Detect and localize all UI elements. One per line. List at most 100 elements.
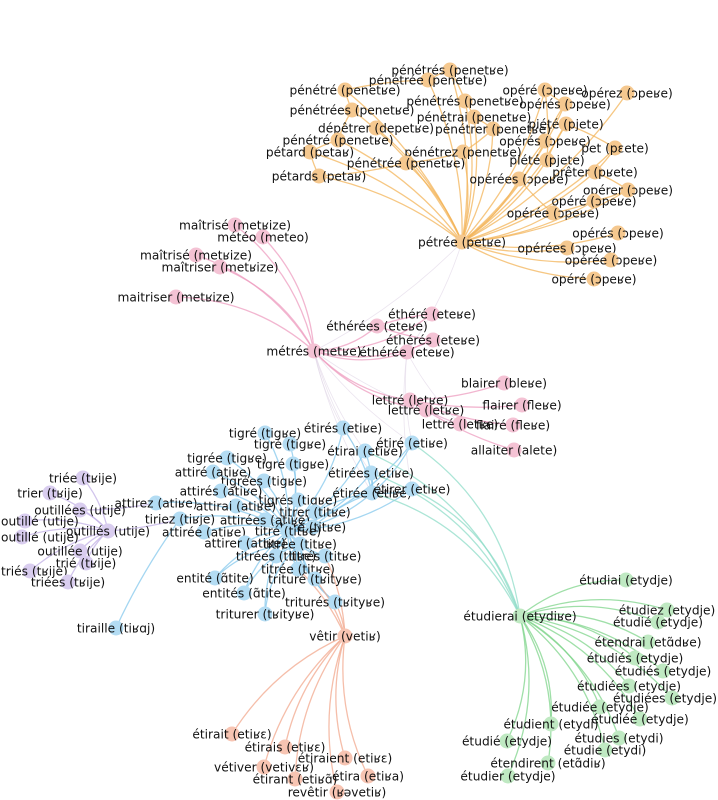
graph-node: outillé (utije) [1,529,79,545]
node-label: tigré (tigʁe) [229,426,301,440]
node-dot [292,536,308,552]
node-label: étudiez (etydje) [619,603,716,617]
node-label: entité (ɑ̃tite) [176,571,253,585]
graph-node: pétrée (petʁe) [418,234,506,250]
node-dot [627,650,643,666]
node-dot [650,614,666,630]
node-dot [227,217,243,233]
node-dot [457,93,473,109]
graph-node: étudier (etydje) [460,768,556,784]
node-label: opérés (ɔpeʁe) [572,226,663,240]
node-dot [236,585,252,601]
node-label: allaiter (alete) [471,443,557,457]
graph-node: tigré (tigʁe) [229,425,301,441]
node-dot [466,109,482,125]
graph-edge [519,615,630,687]
node-label: pénétré (penetʁe) [290,83,401,97]
graph-edge [370,472,521,617]
graph-node: pétards (petaʁ) [272,168,366,184]
graph-node: tiraille (tiʁɑj) [77,620,155,636]
node-dot [78,555,94,571]
node-label: dépêtrer (depetʁe) [318,121,434,135]
node-label: attirés (atiʁe) [180,484,263,498]
node-dot [655,663,671,679]
graph-node: prêter (pʁete) [552,164,638,180]
graph-edge [519,615,641,720]
graph-edge [287,492,373,532]
node-label: entités (ɑ̃tite) [202,586,286,600]
node-dot [424,306,440,322]
graph-node: étirées (etiʁe) [328,465,414,481]
graph-edge [264,543,301,615]
node-label: étiré (etiʁe) [376,436,448,450]
graph-edge [364,450,521,617]
graph-edge [313,350,461,425]
graph-node: étudient (etydi) [503,716,599,732]
node-dot [305,519,321,535]
node-dot [290,492,306,508]
node-dot [506,442,522,458]
node-label: pénétré (penetʁe) [283,133,394,147]
node-label: titrer (titʁe) [279,505,350,519]
graph-node: triturer (tʁityʁe) [216,606,314,622]
graph-edge [427,79,463,243]
graph-node: flairé (fleʁe) [476,417,550,433]
node-dot [499,733,515,749]
graph-node: titré (titʁe) [255,523,321,539]
node-label: éthérées (eteʁe) [326,319,428,333]
graph-edge [461,241,595,280]
node-dot [307,504,323,520]
node-dot [108,620,124,636]
graph-node: piété (pjete) [528,116,604,132]
graph-edge [175,296,315,352]
node-dot [337,750,353,766]
node-dot [610,225,626,241]
node-dot [485,121,501,137]
node-dot [335,420,351,436]
node-label: étudié (etydje) [613,615,703,629]
graph-node: étudiés (etydje) [587,650,683,666]
graph-node: éthérée (eteʁe) [359,344,455,360]
node-dot [337,628,353,644]
graph-edge [519,615,606,751]
node-dot [360,768,376,784]
graph-edge [461,151,469,243]
node-dot [290,561,306,577]
node-dot [545,205,561,221]
graph-node: pénétré (penetʁe) [290,82,401,98]
node-dot [399,344,415,360]
graph-node: flairer (fleʁe) [482,397,562,413]
node-label: attirer (atiʁe) [204,536,286,550]
node-dot [369,318,385,334]
graph-node: triturés (tʁityʁe) [285,594,385,610]
node-label: éthéré (eteʁe) [388,307,476,321]
node-label: tigrés (tigʁe) [259,493,338,507]
graph-node: pénétrés (penetʁe) [391,62,509,78]
node-dot [505,417,521,433]
graph-node: entité (ɑ̃tite) [176,570,254,586]
graph-edge [231,635,346,735]
graph-node: tigré (tigʁe) [254,436,326,452]
graph-node: étudiées (etydje) [577,678,681,694]
graph-edge [461,212,554,243]
node-label: revêtir (ʁəvetiʁ) [288,785,387,799]
graph-edge [195,254,315,352]
node-dot [287,771,303,787]
node-label: trituré (tʁityʁe) [268,572,362,586]
node-dot [618,572,634,588]
node-dot [280,523,296,539]
node-label: opérées (ɔpeʁe) [470,172,569,186]
graph-node: titré (titʁe) [280,519,346,535]
graph-edge [519,613,649,643]
graph-edge [203,524,289,533]
node-dot [537,82,553,98]
node-label: lettré (letʁe) [422,417,499,431]
node-dot [559,240,575,256]
node-dot [282,436,298,452]
graph-node: étendrai (etɑ̃dʁe) [594,634,702,650]
node-dot [168,289,184,305]
node-label: maîtrisé (metʁize) [140,248,252,262]
node-label: triées (tʁije) [31,575,105,589]
graph-edge [155,501,289,532]
node-label: étudiées (etydje) [613,691,717,705]
